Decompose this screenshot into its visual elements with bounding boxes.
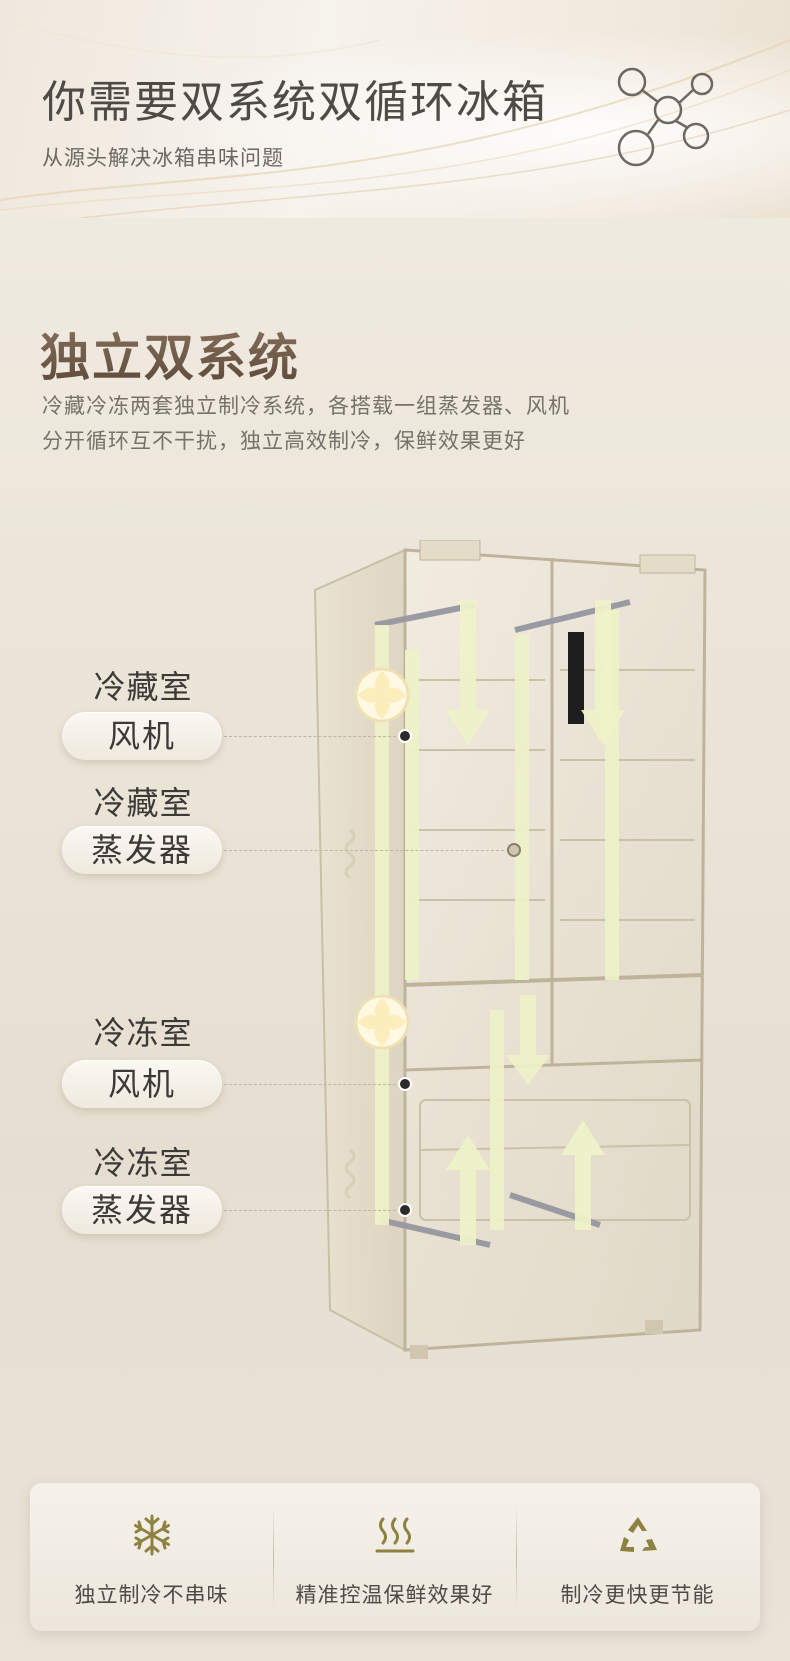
section-description-line-1: 冷藏冷冻两套独立制冷系统，各搭载一组蒸发器、风机 bbox=[42, 394, 570, 418]
header-banner: 你需要双系统双循环冰箱 从源头解决冰箱串味问题 bbox=[0, 0, 790, 218]
recycle-icon bbox=[619, 1517, 657, 1552]
leader-line bbox=[224, 736, 396, 737]
leader-line bbox=[224, 1084, 396, 1085]
marker-dot bbox=[507, 843, 521, 857]
leader-line bbox=[224, 1210, 396, 1211]
headline: 你需要双系统双循环冰箱 bbox=[42, 66, 548, 130]
label-freezer-fan-zone: 冷冻室 bbox=[93, 1014, 193, 1052]
label-freezer-evaporator-zone: 冷冻室 bbox=[93, 1144, 193, 1182]
feature-label: 制冷更快更节能 bbox=[560, 1583, 715, 1607]
marker-dot bbox=[398, 729, 412, 743]
heat-waves-icon bbox=[375, 1517, 414, 1553]
label-fridge-fan-zone: 冷藏室 bbox=[93, 668, 193, 706]
leader-line bbox=[224, 850, 504, 851]
feature-label: 精准控温保鲜效果好 bbox=[295, 1583, 494, 1607]
section-description-line-2: 分开循环互不干扰，独立高效制冷，保鲜效果更好 bbox=[42, 429, 526, 453]
fridge-illustration bbox=[313, 540, 707, 1359]
molecule-icon bbox=[617, 67, 714, 167]
feature-item: 制冷更快更节能 bbox=[516, 1483, 759, 1631]
label-fridge-fan: 风机 bbox=[62, 712, 222, 760]
label-freezer-evaporator: 蒸发器 bbox=[62, 1186, 222, 1234]
fan-icon bbox=[354, 994, 410, 1050]
label-fridge-evaporator-zone: 冷藏室 bbox=[93, 784, 193, 822]
subheadline: 从源头解决冰箱串味问题 bbox=[42, 146, 284, 170]
feature-item: 精准控温保鲜效果好 bbox=[273, 1483, 516, 1631]
feature-bar: 独立制冷不串味 精准控温保鲜效果好 制冷更快更节能 bbox=[30, 1483, 760, 1631]
headline-part-2: 环冰箱 bbox=[410, 77, 548, 128]
feature-item: 独立制冷不串味 bbox=[30, 1483, 273, 1631]
marker-dot bbox=[398, 1203, 412, 1217]
feature-label: 独立制冷不串味 bbox=[74, 1583, 229, 1607]
section-title: 独立双系统 bbox=[40, 318, 300, 390]
label-fridge-evaporator: 蒸发器 bbox=[62, 826, 222, 874]
divider bbox=[273, 1505, 274, 1609]
fan-icon bbox=[354, 667, 410, 723]
divider bbox=[516, 1505, 517, 1609]
snowflake-icon bbox=[133, 1514, 170, 1556]
headline-highlight-1: 双系统 bbox=[180, 77, 318, 128]
headline-part-1: 你需要 bbox=[42, 77, 180, 128]
label-freezer-fan: 风机 bbox=[62, 1060, 222, 1108]
marker-dot bbox=[398, 1077, 412, 1091]
headline-highlight-2: 双循 bbox=[318, 77, 410, 128]
